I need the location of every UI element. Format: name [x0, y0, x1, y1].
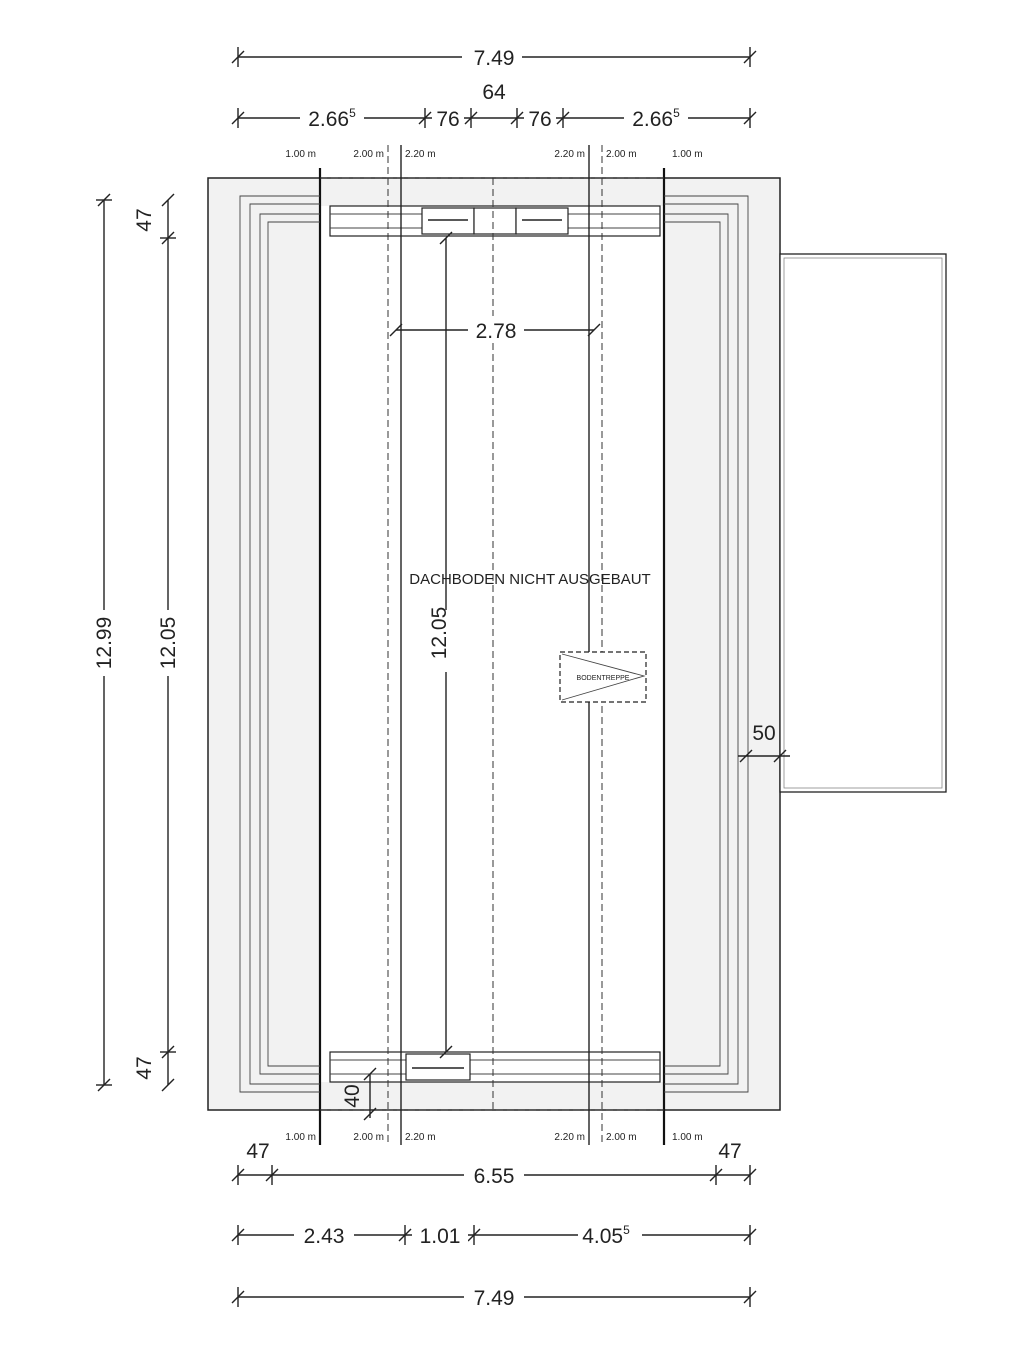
height-lines: [387, 145, 603, 1145]
height-label: 1.00 m: [672, 1132, 703, 1143]
top-dimensions: 7.49 2.665 76 64 76 2.665: [231, 44, 757, 131]
top-overall: 7.49: [474, 47, 515, 70]
height-label: 2.00 m: [353, 1132, 384, 1143]
eaves-contours: [239, 195, 749, 1093]
left-dimensions: 12.99 12.05 47 47: [92, 193, 182, 1092]
top-center-gap: 64: [482, 81, 506, 104]
annex-outline: [779, 253, 947, 793]
height-label: 2.20 m: [405, 1132, 436, 1143]
bottom-overall: 7.49: [474, 1287, 515, 1310]
bottom-dimensions: 47 47 6.55 2.43 1.01 4.055 7.49: [231, 1140, 757, 1310]
height-label: 1.00 m: [285, 1132, 316, 1143]
height-label: 2.20 m: [405, 149, 436, 160]
gable-wall-bottom: [329, 1051, 661, 1083]
top-segment-4: 2.665: [632, 106, 680, 131]
bottom-segment-2: 1.01: [420, 1225, 461, 1248]
inner-width: 2.78: [476, 320, 517, 343]
height-labels-bottom: 1.00 m 2.00 m 2.20 m 2.20 m 2.00 m 1.00 …: [285, 1132, 702, 1143]
inner-width-dimension: 2.78: [389, 316, 601, 343]
wall-offset-dimension: 40: [341, 1067, 377, 1121]
bottom-edge-left: 47: [246, 1140, 269, 1163]
wall-offset: 40: [341, 1084, 364, 1107]
right-overhang-dimension: 50: [738, 722, 790, 763]
stair-label: BODENTREPPE: [577, 675, 630, 682]
height-label: 2.20 m: [554, 1132, 585, 1143]
top-segment-1: 2.665: [308, 106, 356, 131]
inner-length-dimension: 12.05: [428, 231, 460, 1059]
bottom-segment-1: 2.43: [304, 1225, 345, 1248]
bottom-segment-3: 4.055: [582, 1223, 630, 1248]
height-label: 1.00 m: [672, 149, 703, 160]
left-inner: 12.05: [157, 617, 180, 670]
top-segment-2: 76: [436, 108, 459, 131]
left-overall: 12.99: [93, 617, 116, 670]
room-label: DACHBODEN NICHT AUSGEBAUT: [409, 571, 650, 588]
right-overhang: 50: [752, 722, 775, 745]
height-label: 2.00 m: [353, 149, 384, 160]
top-segment-3: 76: [528, 108, 551, 131]
height-label: 2.20 m: [554, 149, 585, 160]
height-label: 2.00 m: [606, 149, 637, 160]
bottom-inner-width: 6.55: [474, 1165, 515, 1188]
left-top-edge: 47: [133, 208, 156, 231]
inner-length: 12.05: [428, 607, 451, 660]
height-labels-top: 1.00 m 2.00 m 2.20 m 2.20 m 2.00 m 1.00 …: [285, 149, 702, 160]
height-label: 2.00 m: [606, 1132, 637, 1143]
left-bottom-edge: 47: [133, 1056, 156, 1079]
roof-outline: [207, 168, 781, 1145]
gable-wall-top: [329, 205, 661, 237]
height-label: 1.00 m: [285, 149, 316, 160]
attic-stair: BODENTREPPE: [559, 651, 647, 703]
bottom-edge-right: 47: [718, 1140, 741, 1163]
